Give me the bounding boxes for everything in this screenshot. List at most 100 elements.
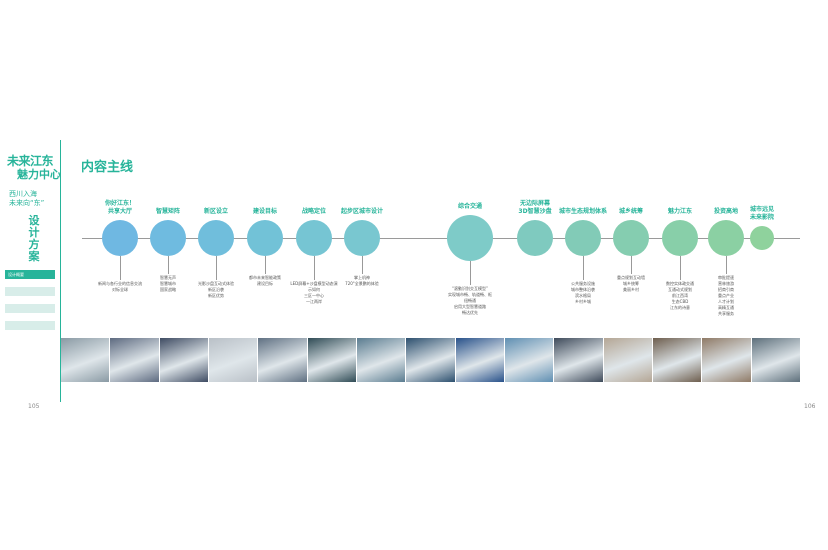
timeline-node-description-line: 共享服务 bbox=[718, 311, 734, 316]
timeline-node-description-line: LED屏幕+沙盘模型动态演 bbox=[290, 281, 338, 286]
timeline-node-description-line: 美丽乡村 bbox=[623, 287, 639, 292]
timeline-node-description-line: 三区一中心 bbox=[304, 293, 324, 298]
photo-6 bbox=[307, 338, 357, 382]
timeline-node-label: 新区设立 bbox=[176, 208, 256, 216]
timeline-node-10 bbox=[613, 220, 649, 256]
timeline-node-label: 建设目标 bbox=[225, 208, 305, 216]
timeline-node-description-line: 城乡统筹 bbox=[623, 281, 639, 286]
timeline-node-4 bbox=[247, 220, 283, 256]
timeline-node-11 bbox=[662, 220, 698, 256]
timeline-node-description-line: 江东的诗意 bbox=[670, 305, 690, 310]
photo-strip bbox=[61, 338, 801, 382]
timeline-node-label-line: 智慧矩阵 bbox=[155, 208, 180, 215]
timeline-connector bbox=[314, 256, 315, 280]
timeline-node-3 bbox=[198, 220, 234, 256]
tagline2: 未来向“东” bbox=[9, 199, 45, 207]
side-menu-item-2[interactable] bbox=[5, 287, 55, 296]
photo-10 bbox=[504, 338, 555, 382]
timeline-node-description-line: 公共服务设施 bbox=[571, 281, 595, 286]
timeline-node-description: 新闻与各行业的信息交流对标全球 bbox=[85, 281, 155, 293]
timeline-node-description-line: 掌上机神 bbox=[354, 275, 370, 280]
photo-13 bbox=[652, 338, 703, 382]
timeline-node-description-line: 启用大型智慧道路 bbox=[454, 304, 486, 309]
timeline-node-label-line: 投资高地 bbox=[713, 208, 738, 215]
timeline-node-description: “滚動识别交互模型”实现城市畅、轨道畅、枢纽畅通启用大型智慧道路畅达优先 bbox=[435, 286, 505, 316]
timeline-connector bbox=[470, 261, 471, 285]
timeline-node-description-line: 都市未来智能政策 bbox=[249, 275, 281, 280]
timeline-node-description: 都市未来智能政策建设目标 bbox=[230, 275, 300, 287]
timeline-node-label: 城乡统筹 bbox=[591, 208, 671, 216]
timeline-connector bbox=[120, 256, 121, 280]
timeline-node-description-line: 智慧无声 bbox=[160, 275, 176, 280]
logo: 未来江东 魅力中心 bbox=[7, 152, 61, 184]
timeline-node-description-line: 滨水格局 bbox=[575, 293, 591, 298]
photo-14 bbox=[702, 338, 752, 382]
timeline-node-label-line: 魅力江东 bbox=[667, 208, 692, 215]
timeline-connector bbox=[168, 256, 169, 274]
timeline-node-label: 智慧矩阵 bbox=[128, 208, 208, 216]
timeline-connector bbox=[726, 256, 727, 274]
timeline-node-description-line: 纽畅通 bbox=[464, 298, 476, 303]
timeline-node-description-line: 建设目标 bbox=[257, 281, 273, 286]
timeline-node-description-line: 光影沙盘互动式体验 bbox=[198, 281, 234, 286]
timeline-node-label: 魅力江东 bbox=[640, 208, 720, 216]
timeline-node-label-line: 城市生态规划体系 bbox=[558, 208, 607, 215]
side-menu: 设计概要 bbox=[5, 270, 55, 338]
timeline-node-description-line: 新闻与各行业的信息交流 bbox=[98, 281, 142, 286]
photo-4 bbox=[208, 338, 259, 382]
timeline-node-label-line: 起步区城市设计 bbox=[340, 208, 383, 215]
side-menu-item-4[interactable] bbox=[5, 321, 55, 330]
timeline-connector bbox=[583, 256, 584, 280]
timeline-node-1 bbox=[102, 220, 138, 256]
timeline-node-description: 智慧无声智慧城市国家战略 bbox=[133, 275, 203, 293]
side-menu-item-1[interactable]: 设计概要 bbox=[5, 270, 55, 279]
timeline-node-description-line: 对标全球 bbox=[112, 287, 128, 292]
timeline-node-description: 重点规划互动墙城乡统筹美丽乡村 bbox=[596, 275, 666, 293]
timeline-node-label-line: 战略定位 bbox=[301, 208, 326, 215]
timeline-node-label-line: 你好江东！ bbox=[104, 200, 135, 207]
timeline-node-description-line: 示如何 bbox=[308, 287, 320, 292]
timeline-node-12 bbox=[708, 220, 744, 256]
timeline-node-description-line: 生态CBD bbox=[671, 299, 689, 304]
timeline-node-8 bbox=[517, 220, 553, 256]
timeline-node-description-line: 高精互通 bbox=[718, 305, 734, 310]
timeline-node-label: 综合交通 bbox=[430, 203, 510, 211]
photo-7 bbox=[356, 338, 407, 382]
timeline-node-description: 公共服务设施城市整体沿袭滨水格局乡村乡城 bbox=[548, 281, 618, 305]
timeline-axis bbox=[82, 238, 800, 239]
logo-line2: 魅力中心 bbox=[17, 168, 61, 181]
photo-15 bbox=[751, 338, 801, 382]
timeline-node-description-line: 重点产业 bbox=[718, 293, 734, 298]
timeline-node-description-line: 城市整体沿袭 bbox=[571, 287, 595, 292]
timeline-node-description-line: 营林旅游 bbox=[718, 281, 734, 286]
timeline-connector bbox=[216, 256, 217, 280]
timeline-node-description-line: 国家战略 bbox=[160, 287, 176, 292]
photo-1 bbox=[61, 338, 111, 382]
timeline-node-description-line: 审批提速 bbox=[718, 275, 734, 280]
timeline-node-label-line: 无边际屏幕 bbox=[519, 200, 550, 207]
photo-2 bbox=[110, 338, 160, 382]
side-menu-item-3[interactable] bbox=[5, 304, 55, 313]
timeline-node-13 bbox=[750, 226, 774, 250]
timeline-node-description-line: 新区优势 bbox=[208, 293, 224, 298]
timeline-node-label-line: 3D智慧沙盘 bbox=[518, 208, 552, 215]
timeline-node-label: 城市生态规划体系 bbox=[543, 208, 623, 216]
section-title: 设计方案 bbox=[28, 214, 40, 263]
timeline-node-description: 光影沙盘互动式体验新区沿袭新区优势 bbox=[181, 281, 251, 299]
timeline-node-description-line: 实现城市畅、轨道畅、枢 bbox=[448, 292, 492, 297]
timeline-node-description-line: 720°全景鹏的体验 bbox=[345, 281, 379, 286]
divider-line bbox=[60, 140, 61, 402]
sidebar: 未来江东 魅力中心 西川入海 未来向“东” 设计方案 设计概要 bbox=[0, 0, 62, 550]
timeline-node-label-line: 共享大厅 bbox=[107, 208, 132, 215]
timeline-node-label: 战略定位 bbox=[274, 208, 354, 216]
timeline-connector bbox=[680, 256, 681, 280]
timeline-node-label-line: 未来影院 bbox=[749, 214, 774, 221]
timeline-node-description-line: 重点规划互动墙 bbox=[617, 275, 645, 280]
timeline-node-label-line: 建设目标 bbox=[252, 208, 277, 215]
timeline-node-description-line: 招商引商 bbox=[718, 287, 734, 292]
timeline-node-label-line: 综合交通 bbox=[457, 203, 482, 210]
timeline-connector bbox=[631, 256, 632, 274]
